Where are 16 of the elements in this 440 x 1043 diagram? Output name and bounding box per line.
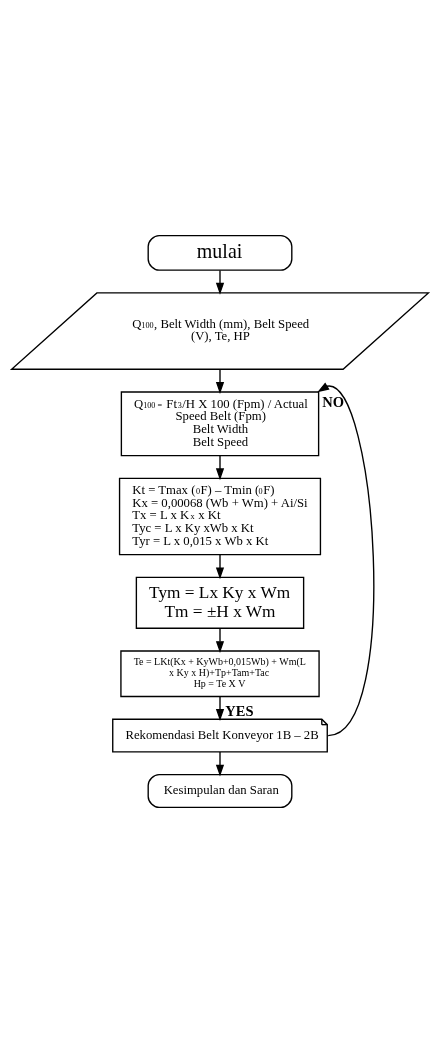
node-box: Kt = Tmax (0F) – Tmin (0F) Kx = 0,00068 (Wb + Wm) + Ai/Si Tx = L x Kx x Kt Tyc = L x Ky xWb x Kt Tyr = L x 0,015 x Wb x Kt bbox=[118, 477, 322, 556]
node-box: Te = LKt(Kx + KyWb+0,015Wb) + Wm(L x Ky x H)+Tp+Tam+Tac Hp = Te X V bbox=[120, 650, 320, 698]
node-box: Q100 = Ft3/H X 100 (Fpm) / Actual Speed Belt (Fpm) Belt Width Belt Speed bbox=[120, 391, 320, 457]
edge-label: NO bbox=[322, 394, 345, 411]
node-box: Kesimpulan dan Saran bbox=[147, 773, 293, 809]
arrow bbox=[215, 695, 225, 721]
arrow bbox=[215, 751, 225, 777]
arrow bbox=[215, 269, 225, 295]
arrow bbox=[215, 368, 225, 394]
node-box: mulai bbox=[147, 234, 293, 271]
arrow bbox=[215, 627, 225, 653]
node-box: Tym = Lx Ky x Wm Tm = ±H x Wm bbox=[135, 576, 305, 629]
arrow bbox=[215, 455, 225, 481]
edge-label: YES bbox=[225, 703, 254, 720]
arrow bbox=[317, 382, 375, 737]
arrow bbox=[215, 554, 225, 580]
